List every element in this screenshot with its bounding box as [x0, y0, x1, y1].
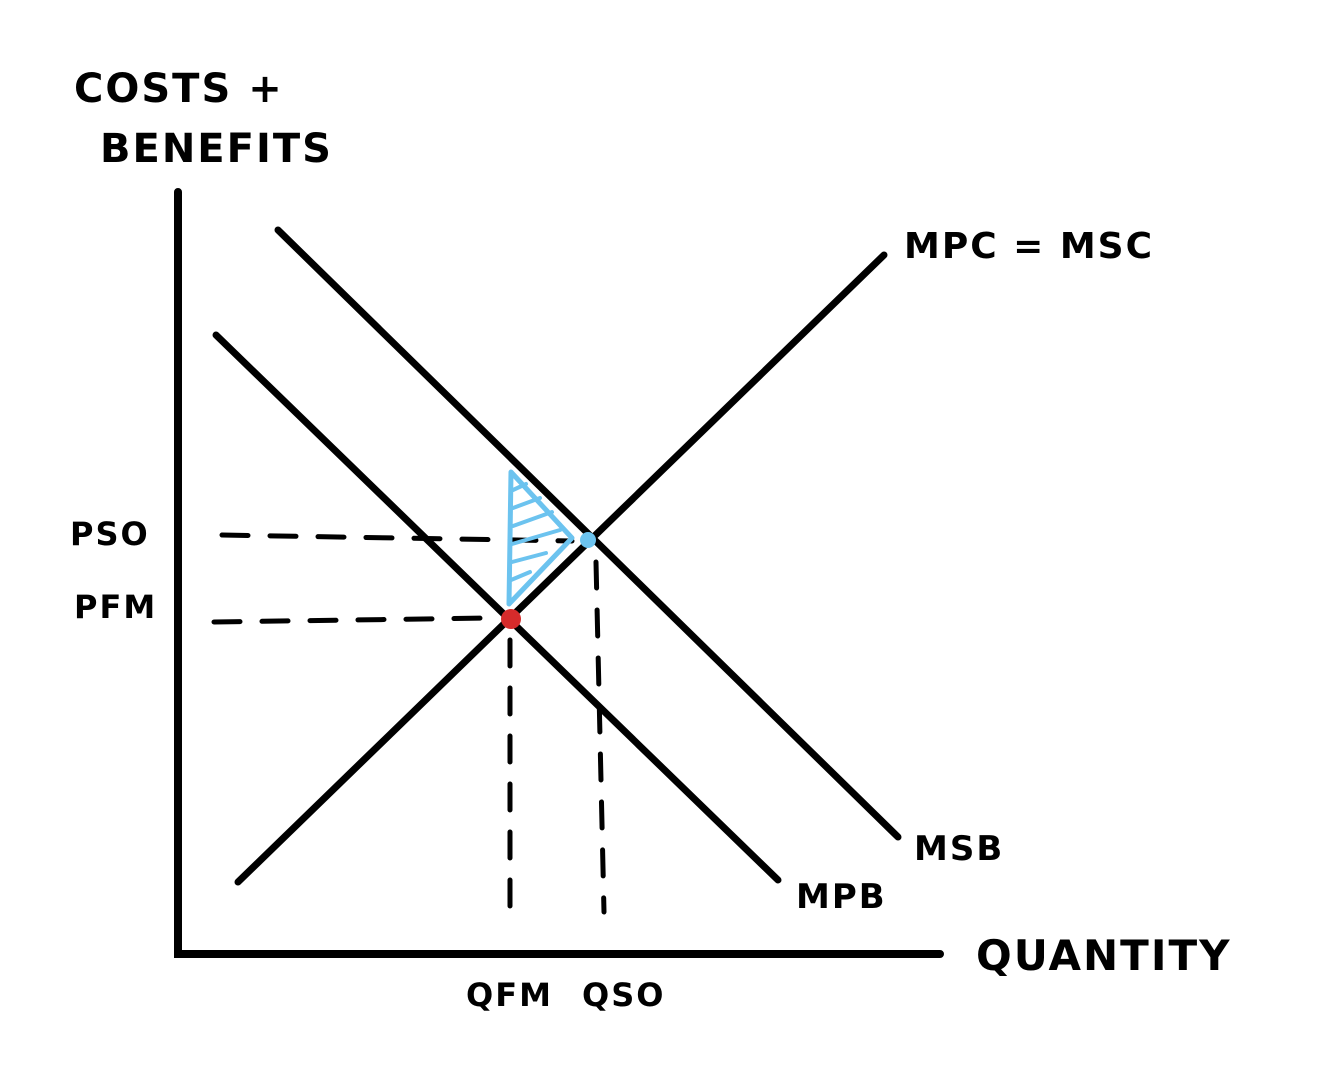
hatch-stroke	[511, 496, 542, 510]
pfm-label: PFM	[74, 588, 157, 626]
hatch-stroke	[510, 551, 548, 564]
mpb-curve	[212, 331, 782, 884]
mpc-msc-label: MPC = MSC	[904, 226, 1154, 267]
welfare-gain-area	[506, 469, 575, 607]
free-market-point	[501, 609, 521, 629]
hatch-stroke	[511, 482, 528, 492]
mpb-label: MPB	[796, 877, 887, 917]
welfare-gain-outline	[506, 469, 575, 607]
hatch-stroke	[511, 510, 554, 528]
pso-label: PSO	[70, 515, 150, 553]
qso-label: QSO	[582, 976, 665, 1014]
qfm-label: QFM	[466, 976, 553, 1014]
hatch-stroke	[509, 570, 532, 582]
hatch-stroke	[510, 528, 562, 546]
pfm-guide-line	[211, 615, 495, 625]
axes	[174, 188, 944, 958]
x-axis-label: QUANTITY	[976, 931, 1232, 980]
mpc-msc-curve	[234, 251, 888, 886]
qso-guide-line	[593, 559, 607, 915]
welfare-gain-hatching	[509, 482, 562, 582]
social-optimum-point	[580, 532, 596, 548]
y-axis-label-line1: COSTS +	[74, 66, 284, 112]
msb-label: MSB	[914, 829, 1004, 869]
pso-guide-line	[219, 532, 575, 544]
y-axis-label-line2: BENEFITS	[100, 126, 333, 172]
